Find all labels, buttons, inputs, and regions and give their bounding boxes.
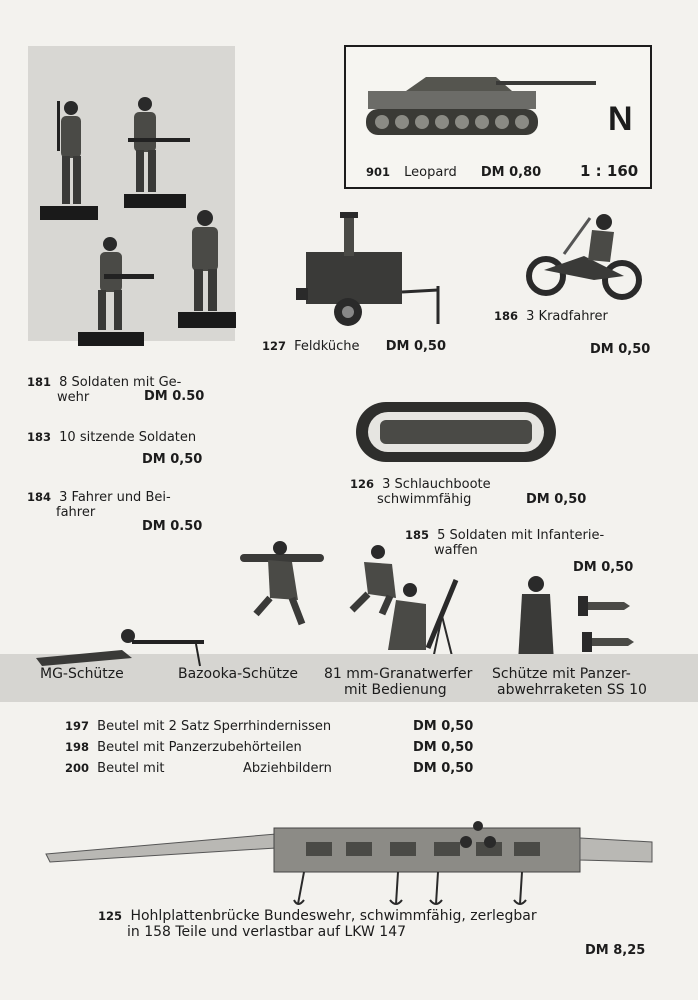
weapons-band: [0, 654, 698, 702]
item-184-price: DM 0.50: [142, 519, 203, 534]
item-185-price: DM 0,50: [573, 560, 634, 575]
motorcycle-icon: [526, 214, 642, 300]
item-number: 181: [27, 375, 52, 389]
item-126-line2: schwimmfähig: [377, 492, 472, 507]
item-number: 198: [65, 740, 90, 754]
item-181-line2: wehr: [57, 390, 90, 405]
bag-row: 197 Beutel mit 2 Satz Sperrhindernissen …: [65, 719, 473, 740]
mg-gunner-icon: [36, 629, 204, 667]
tank-icon: [366, 77, 596, 135]
item-125-price: DM 8,25: [585, 943, 646, 958]
item-text: 8 Soldaten mit Ge-: [59, 375, 182, 390]
item-181-line1: 181 8 Soldaten mit Ge-: [27, 375, 181, 390]
item-number: 126: [350, 477, 375, 491]
tank-leopard-box: N 901 Leopard DM 0,80 1 : 160: [344, 45, 652, 189]
item-price: DM 0,50: [413, 761, 474, 776]
infantry-figures: [240, 541, 634, 665]
item-price: DM 0,50: [413, 740, 474, 755]
bazooka-soldier-icon: [240, 541, 324, 626]
item-name: Leopard: [404, 165, 457, 180]
item-number: 200: [65, 761, 90, 775]
item-name: 3 Kradfahrer: [526, 309, 608, 324]
item-183-price: DM 0,50: [142, 452, 203, 467]
scale-letter: N: [608, 100, 633, 138]
label-rocket-line2: abwehrraketen SS 10: [497, 682, 647, 698]
item-price: DM 0,50: [413, 719, 474, 734]
scale-ratio: 1 : 160: [580, 162, 639, 180]
item-text: Beutel mit: [97, 761, 165, 776]
bag-row: 198 Beutel mit Panzerzubehörteilen DM 0,…: [65, 740, 473, 761]
item-number: 197: [65, 719, 90, 733]
item-text: Beutel mit Panzerzubehörteilen: [97, 740, 302, 755]
item-184-line2: fahrer: [56, 505, 96, 520]
label-mortar-line1: 81 mm-Granatwerfer: [324, 666, 473, 682]
item-186-caption: 186 3 Kradfahrer: [494, 309, 608, 324]
inflatable-boat-icon: [356, 402, 556, 462]
item-185-line2: waffen: [434, 543, 478, 558]
bags-list: 197 Beutel mit 2 Satz Sperrhindernissen …: [65, 719, 473, 782]
item-text: 3 Schlauchboote: [382, 477, 491, 492]
bag-row: 200 Beutel mit Abziehbildern DM 0,50: [65, 761, 473, 782]
item-number: 185: [405, 528, 430, 542]
item-text: 10 sitzende Soldaten: [59, 430, 197, 445]
rocket-soldier-icon: [518, 576, 634, 662]
item-text: Beutel mit 2 Satz Sperrhindernissen: [97, 719, 332, 734]
label-mg: MG-Schütze: [40, 666, 124, 682]
label-rocket-line1: Schütze mit Panzer-: [492, 666, 631, 682]
item-number: 125: [98, 909, 123, 923]
item-price: DM 0,50: [385, 339, 447, 354]
item-number: 186: [494, 309, 519, 323]
item-184-line1: 184 3 Fahrer und Bei-: [27, 490, 171, 505]
tank-caption: 901 Leopard DM 0,80: [366, 165, 541, 180]
label-bazooka: Bazooka-Schütze: [178, 666, 298, 682]
marching-soldiers-figures: [40, 97, 236, 346]
item-text: 5 Soldaten mit Infanterie-: [437, 528, 605, 543]
item-text: Abziehbildern: [243, 761, 332, 776]
item-127-caption: 127 Feldküche DM 0,50: [262, 339, 446, 354]
soldier-photo-panel: [28, 46, 236, 346]
item-name: Feldküche: [294, 339, 360, 354]
item-number: 127: [262, 339, 287, 353]
item-125-line2: in 158 Teile und verlastbar auf LKW 147: [127, 924, 407, 940]
item-text: 3 Fahrer und Bei-: [59, 490, 171, 505]
item-number: 901: [366, 165, 391, 179]
item-181-price: DM 0.50: [144, 389, 205, 404]
bridge-icon: [45, 821, 653, 905]
item-number: 184: [27, 490, 52, 504]
item-125-line1: 125 Hohlplattenbrücke Bundeswehr, schwim…: [98, 909, 537, 924]
item-text: Hohlplattenbrücke Bundeswehr, schwimmfäh…: [130, 908, 537, 924]
item-186-price: DM 0,50: [590, 342, 651, 357]
field-kitchen-icon: [296, 212, 440, 326]
item-126-line1: 126 3 Schlauchboote: [350, 477, 491, 492]
item-183-line1: 183 10 sitzende Soldaten: [27, 430, 196, 445]
label-mortar-line2: mit Bedienung: [344, 682, 447, 698]
grenade-soldier-icon: [349, 545, 396, 616]
item-185-line1: 185 5 Soldaten mit Infanterie-: [405, 528, 604, 543]
mortar-icon: [388, 579, 459, 665]
item-price: DM 0,80: [480, 165, 542, 180]
item-126-price: DM 0,50: [526, 492, 587, 507]
item-number: 183: [27, 430, 52, 444]
